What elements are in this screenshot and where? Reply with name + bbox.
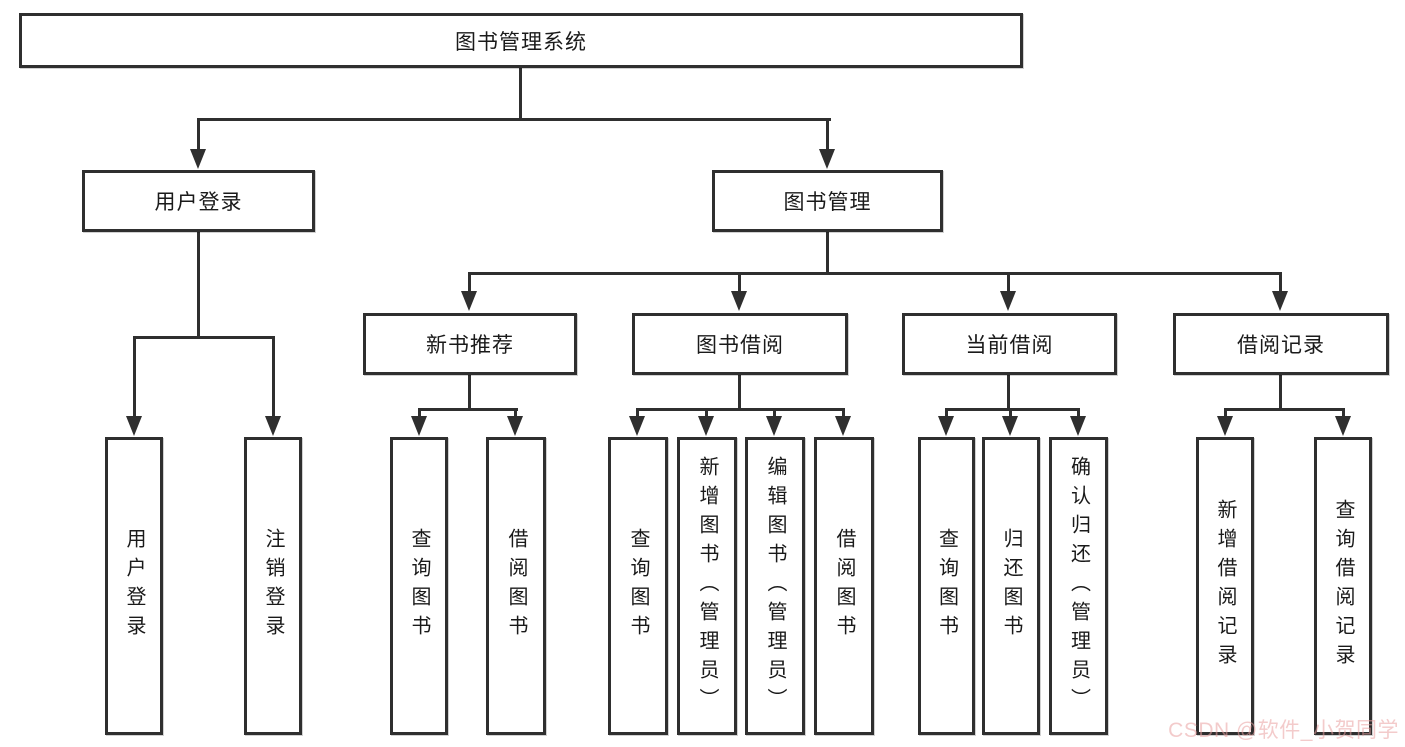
connector-stub-g3b	[705, 408, 708, 419]
connector-group5-bus	[1224, 408, 1345, 411]
leaf-rec-borrow-book: 借阅图书	[486, 437, 546, 735]
leaf-logout-label: 注销登录	[262, 528, 284, 644]
connector-stub-g2a	[418, 408, 421, 419]
connector-group3-bus	[636, 408, 845, 411]
leaf-bb-query-book: 查询图书	[608, 437, 668, 735]
leaf-bb-borrow-book-label: 借阅图书	[833, 528, 855, 644]
arrow-book-mgmt	[819, 149, 835, 169]
arrow-g3c	[766, 416, 782, 436]
connector-stub-leaf-logout	[272, 336, 275, 419]
connector-group4-bus	[945, 408, 1080, 411]
arrow-book-borrow	[731, 291, 747, 311]
connector-stub-book-borrow	[738, 272, 741, 294]
leaf-cb-query-book: 查询图书	[918, 437, 975, 735]
connector-stub-leaf-login	[133, 336, 136, 419]
leaf-cb-return-book: 归还图书	[982, 437, 1040, 735]
leaf-br-add-record: 新增借阅记录	[1196, 437, 1254, 735]
arrow-leaf-login	[126, 416, 142, 436]
arrow-g5b	[1335, 416, 1351, 436]
connector-userlogin-drop	[197, 232, 200, 339]
arrow-g2b	[507, 416, 523, 436]
node-book-borrow: 图书借阅	[632, 313, 848, 375]
arrow-g3a	[629, 416, 645, 436]
leaf-br-add-record-label: 新增借阅记录	[1214, 499, 1236, 673]
leaf-rec-query-book-label: 查询图书	[408, 528, 430, 644]
node-user-login-label: 用户登录	[154, 191, 243, 214]
leaf-cb-confirm-return-label: 确认归还（管理员）	[1067, 455, 1090, 717]
connector-currentborrow-drop	[1007, 375, 1010, 411]
connector-stub-g3a	[636, 408, 639, 419]
arrow-leaf-logout	[265, 416, 281, 436]
leaf-rec-borrow-book-label: 借阅图书	[505, 528, 527, 644]
connector-stub-g4a	[945, 408, 948, 419]
node-book-mgmt: 图书管理	[712, 170, 943, 232]
leaf-bb-borrow-book: 借阅图书	[814, 437, 874, 735]
node-book-mgmt-label: 图书管理	[783, 191, 872, 214]
connector-stub-book-mgmt	[826, 118, 829, 152]
arrow-g3d	[835, 416, 851, 436]
arrow-g3b	[698, 416, 714, 436]
connector-level2-bus	[197, 118, 831, 121]
node-user-login: 用户登录	[82, 170, 315, 232]
connector-borrowrecords-drop	[1279, 375, 1282, 411]
connector-group2-bus	[418, 408, 518, 411]
connector-stub-g4b	[1009, 408, 1012, 419]
arrow-g2a	[411, 416, 427, 436]
node-current-borrow-label: 当前借阅	[965, 334, 1054, 357]
leaf-logout: 注销登录	[244, 437, 302, 735]
arrow-new-book	[461, 291, 477, 311]
leaf-rec-query-book: 查询图书	[390, 437, 448, 735]
arrow-g4b	[1002, 416, 1018, 436]
connector-stub-g4c	[1077, 408, 1080, 419]
connector-root-drop	[519, 68, 522, 121]
leaf-br-query-record: 查询借阅记录	[1314, 437, 1372, 735]
arrow-borrow-records	[1272, 291, 1288, 311]
leaf-cb-return-book-label: 归还图书	[1000, 528, 1022, 644]
arrow-current-borrow	[1000, 291, 1016, 311]
leaf-bb-add-book: 新增图书（管理员）	[677, 437, 737, 735]
connector-stub-g2b	[514, 408, 517, 419]
node-book-borrow-label: 图书借阅	[696, 334, 784, 357]
arrow-g4a	[938, 416, 954, 436]
connector-group1-bus	[133, 336, 275, 339]
leaf-bb-add-book-label: 新增图书（管理员）	[696, 455, 718, 717]
leaf-user-login: 用户登录	[105, 437, 163, 735]
connector-bookborrow-drop	[738, 375, 741, 411]
connector-stub-current-borrow	[1007, 272, 1010, 294]
node-current-borrow: 当前借阅	[902, 313, 1117, 375]
connector-stub-g5b	[1342, 408, 1345, 419]
leaf-br-query-record-label: 查询借阅记录	[1332, 499, 1354, 673]
leaf-bb-edit-book-label: 编辑图书（管理员）	[764, 455, 786, 717]
leaf-cb-query-book-label: 查询图书	[935, 528, 958, 644]
connector-stub-g3d	[842, 408, 845, 419]
connector-newbook-drop	[468, 375, 471, 411]
connector-level3-bus	[468, 272, 1282, 275]
node-root-label: 图书管理系统	[455, 30, 587, 54]
connector-stub-new-book	[468, 272, 471, 294]
node-borrow-records-label: 借阅记录	[1237, 334, 1325, 357]
arrow-user-login	[190, 149, 206, 169]
node-new-book-rec-label: 新书推荐	[426, 334, 514, 357]
connector-stub-g3c	[773, 408, 776, 419]
node-root: 图书管理系统	[19, 13, 1023, 68]
node-borrow-records: 借阅记录	[1173, 313, 1389, 375]
connector-bookmgmt-drop	[826, 232, 829, 275]
leaf-bb-edit-book: 编辑图书（管理员）	[745, 437, 805, 735]
connector-stub-g5a	[1224, 408, 1227, 419]
node-new-book-rec: 新书推荐	[363, 313, 577, 375]
csdn-watermark: CSDN @软件_小贺同学	[1168, 719, 1399, 742]
connector-stub-user-login	[197, 118, 200, 152]
leaf-user-login-label: 用户登录	[123, 528, 145, 644]
arrow-g4c	[1070, 416, 1086, 436]
connector-stub-borrow-records	[1279, 272, 1282, 294]
arrow-g5a	[1217, 416, 1233, 436]
leaf-cb-confirm-return: 确认归还（管理员）	[1049, 437, 1108, 735]
leaf-bb-query-book-label: 查询图书	[627, 528, 649, 644]
